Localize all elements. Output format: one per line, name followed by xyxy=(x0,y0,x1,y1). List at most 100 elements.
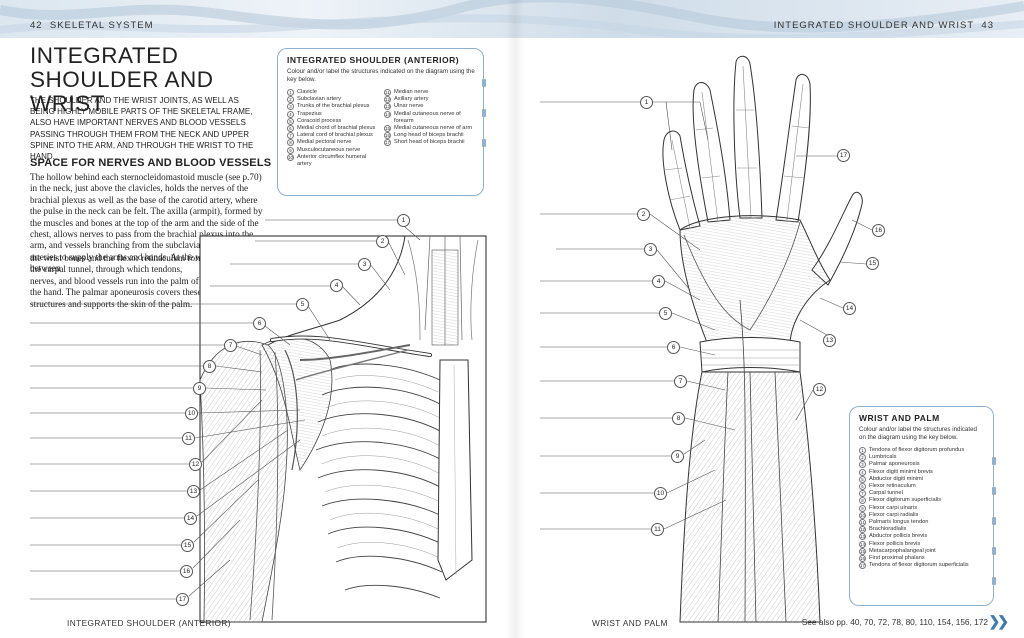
shoulder-label-3[interactable]: 3 xyxy=(358,258,371,271)
shoulder-label-7[interactable]: 7 xyxy=(224,339,237,352)
section-heading: SPACE FOR NERVES AND BLOOD VESSELS xyxy=(30,157,272,169)
wrist-key-title: WRIST AND PALM xyxy=(859,413,940,423)
shoulder-leader-lines xyxy=(30,219,421,600)
shoulder-label-11[interactable]: 11 xyxy=(182,432,195,445)
wrist-label-2[interactable]: 2 xyxy=(637,208,650,221)
key-tab xyxy=(992,577,996,585)
shoulder-label-16[interactable]: 16 xyxy=(180,565,193,578)
wrist-key-box: WRIST AND PALM Colour and/or label the s… xyxy=(849,406,996,606)
wrist-label-1[interactable]: 1 xyxy=(640,96,653,109)
see-also-link[interactable]: See also pp. 40, 70, 72, 78, 80, 110, 15… xyxy=(801,617,988,627)
wrist-label-15[interactable]: 15 xyxy=(866,257,879,270)
shoulder-key-box: INTEGRATED SHOULDER (ANTERIOR) Colour an… xyxy=(277,48,486,196)
key-tab xyxy=(992,457,996,465)
key-tab xyxy=(992,487,996,495)
wrist-label-5[interactable]: 5 xyxy=(659,307,672,320)
wrist-leader-lines xyxy=(540,101,873,530)
shoulder-label-5[interactable]: 5 xyxy=(296,298,309,311)
shoulder-label-12[interactable]: 12 xyxy=(189,458,202,471)
wrist-label-3[interactable]: 3 xyxy=(644,243,657,256)
key-tab xyxy=(992,517,996,525)
wrist-label-9[interactable]: 9 xyxy=(671,450,684,463)
wrist-label-11[interactable]: 11 xyxy=(651,523,664,536)
header-band xyxy=(0,0,1024,38)
header-texture xyxy=(0,0,1024,38)
shoulder-caption: INTEGRATED SHOULDER (ANTERIOR) xyxy=(67,618,231,628)
shoulder-key-description: Colour and/or label the structures indic… xyxy=(287,68,475,83)
key-tab xyxy=(482,109,486,117)
wrist-label-17[interactable]: 17 xyxy=(837,149,850,162)
wrist-label-4[interactable]: 4 xyxy=(652,275,665,288)
shoulder-label-13[interactable]: 13 xyxy=(187,485,200,498)
wrist-label-10[interactable]: 10 xyxy=(654,487,667,500)
intro-text: The shoulder and the wrist joints, as we… xyxy=(30,96,254,162)
shoulder-label-9[interactable]: 9 xyxy=(193,382,206,395)
wrist-illustration xyxy=(540,55,873,623)
wrist-key-description: Colour and/or label the structures indic… xyxy=(859,426,977,441)
shoulder-label-6[interactable]: 6 xyxy=(253,317,266,330)
shoulder-label-10[interactable]: 10 xyxy=(185,407,198,420)
key-tab xyxy=(482,79,486,87)
wrist-label-13[interactable]: 13 xyxy=(823,334,836,347)
page-number-right: INTEGRATED SHOULDER AND WRIST 43 xyxy=(773,20,994,31)
shoulder-label-8[interactable]: 8 xyxy=(203,360,216,373)
page-number-left: 42 SKELETAL SYSTEM xyxy=(30,20,154,31)
body-text: The hollow behind each sternocleidomasto… xyxy=(30,172,263,274)
wrist-label-14[interactable]: 14 xyxy=(843,302,856,315)
shoulder-label-14[interactable]: 14 xyxy=(184,512,197,525)
shoulder-label-1[interactable]: 1 xyxy=(397,214,410,227)
shoulder-key-title: INTEGRATED SHOULDER (ANTERIOR) xyxy=(287,55,460,65)
shoulder-label-2[interactable]: 2 xyxy=(376,235,389,248)
wrist-caption: WRIST AND PALM xyxy=(592,618,668,628)
shoulder-label-15[interactable]: 15 xyxy=(181,539,194,552)
shoulder-label-17[interactable]: 17 xyxy=(176,593,189,606)
wrist-label-8[interactable]: 8 xyxy=(672,412,685,425)
wrist-label-7[interactable]: 7 xyxy=(674,375,687,388)
shoulder-illustration xyxy=(30,219,487,623)
key-tab xyxy=(482,139,486,147)
book-gutter xyxy=(506,0,524,638)
wrist-label-16[interactable]: 16 xyxy=(872,224,885,237)
chevron-right-icon[interactable]: ❯❯ xyxy=(988,613,1010,629)
key-tab xyxy=(992,547,996,555)
wrist-label-12[interactable]: 12 xyxy=(813,383,826,396)
shoulder-label-4[interactable]: 4 xyxy=(330,279,343,292)
wrist-label-6[interactable]: 6 xyxy=(667,341,680,354)
